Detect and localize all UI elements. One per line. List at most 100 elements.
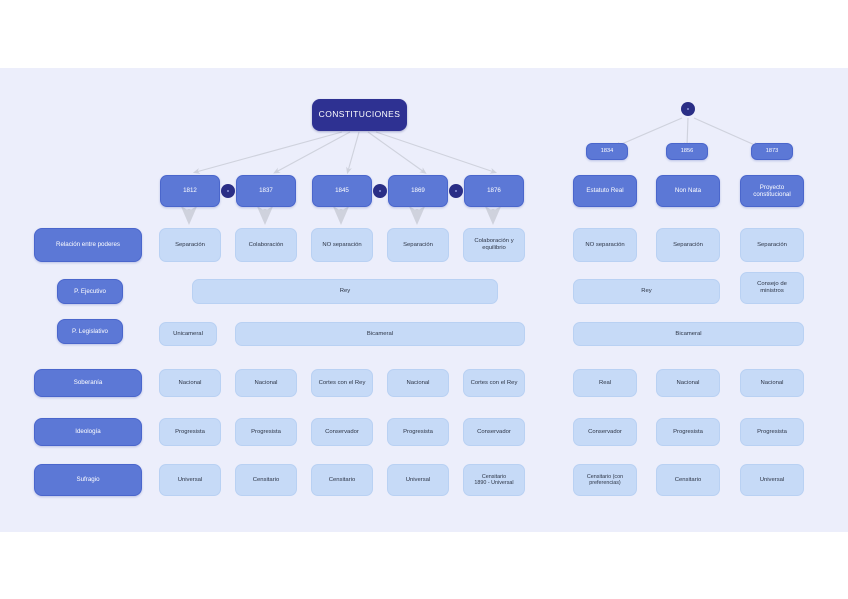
cell-soberania-1845[interactable]: Cortes con el Rey — [311, 369, 373, 397]
cell-ideologia-1834[interactable]: Conservador — [573, 418, 637, 446]
cell-soberania-1856[interactable]: Nacional — [656, 369, 720, 397]
cell-text: Censitario (con preferencias) — [586, 473, 624, 486]
cell-ideologia-1856[interactable]: Progresista — [656, 418, 720, 446]
title-label: CONSTITUCIONES — [318, 109, 401, 120]
connector-dot-1812-1837[interactable] — [221, 184, 235, 198]
constitution-name-non-nata[interactable]: Non Nata — [656, 175, 720, 207]
cell-sufragio-1845[interactable]: Censitario — [311, 464, 373, 496]
cell-text: NO separación — [322, 241, 362, 248]
cell-text: Separación — [403, 241, 433, 248]
cell-sufragio-1876[interactable]: Censitario 1890 - Universal — [463, 464, 525, 496]
year-node-1834[interactable]: 1834 — [586, 143, 628, 160]
right-root-node[interactable] — [681, 102, 695, 116]
year-node-1869[interactable]: 1869 — [388, 175, 448, 207]
row-label-text: Ideología — [75, 428, 101, 436]
cell-text: Bicameral — [675, 330, 702, 337]
cell-soberania-1837[interactable]: Nacional — [235, 369, 297, 397]
cell-text: Cortes con el Rey — [470, 379, 518, 386]
cell-ejecutivo-rey-derecha[interactable]: Rey — [573, 279, 720, 304]
year-node-1876[interactable]: 1876 — [464, 175, 524, 207]
row-label-ideologia[interactable]: Ideología — [34, 418, 142, 446]
connector-dot-1869-1876[interactable] — [449, 184, 463, 198]
row-label-text: Soberanía — [73, 379, 103, 387]
row-label-text: Relación entre poderes — [56, 241, 120, 249]
cell-text: Real — [598, 379, 612, 386]
row-label-p-ejecutivo[interactable]: P. Ejecutivo — [57, 279, 123, 304]
cell-sufragio-1834[interactable]: Censitario (con preferencias) — [573, 464, 637, 496]
cell-ejecutivo-consejo-ministros[interactable]: Consejo de ministros — [740, 272, 804, 304]
name-label: Proyecto constitucional — [753, 183, 791, 198]
cell-ideologia-1873[interactable]: Progresista — [740, 418, 804, 446]
name-label: Non Nata — [674, 187, 702, 195]
cell-ideologia-1869[interactable]: Progresista — [387, 418, 449, 446]
cell-text: Universal — [405, 476, 431, 483]
cell-text: Conservador — [325, 428, 359, 435]
cell-legislativo-bicameral-derecha[interactable]: Bicameral — [573, 322, 804, 346]
row-label-text: P. Legislativo — [71, 327, 108, 335]
cell-relacion-1837[interactable]: Colaboración — [235, 228, 297, 262]
cell-soberania-1812[interactable]: Nacional — [159, 369, 221, 397]
cell-text: NO separación — [585, 241, 625, 248]
row-label-p-legislativo[interactable]: P. Legislativo — [57, 319, 123, 344]
cell-text: Progresista — [403, 428, 433, 435]
cell-text: Bicameral — [366, 330, 394, 337]
cell-relacion-1812[interactable]: Separación — [159, 228, 221, 262]
year-node-1812[interactable]: 1812 — [160, 175, 220, 207]
connector-dot-1845-1869[interactable] — [373, 184, 387, 198]
cell-legislativo-bicameral[interactable]: Bicameral — [235, 322, 525, 346]
cell-ideologia-1876[interactable]: Conservador — [463, 418, 525, 446]
constitution-name-estatuto-real[interactable]: Estatuto Real — [573, 175, 637, 207]
cell-text: Consejo de ministros — [757, 281, 787, 294]
cell-ideologia-1837[interactable]: Progresista — [235, 418, 297, 446]
cell-sufragio-1869[interactable]: Universal — [387, 464, 449, 496]
cell-ideologia-1812[interactable]: Progresista — [159, 418, 221, 446]
cell-text: Censitario — [328, 476, 356, 483]
cell-sufragio-1837[interactable]: Censitario — [235, 464, 297, 496]
cell-soberania-1869[interactable]: Nacional — [387, 369, 449, 397]
cell-soberania-1834[interactable]: Real — [573, 369, 637, 397]
row-label-sufragio[interactable]: Sufragio — [34, 464, 142, 496]
cell-ejecutivo-rey[interactable]: Rey — [192, 279, 498, 304]
cell-relacion-1834[interactable]: NO separación — [573, 228, 637, 262]
cell-sufragio-1812[interactable]: Universal — [159, 464, 221, 496]
cell-text: Progresista — [757, 428, 787, 435]
cell-ideologia-1845[interactable]: Conservador — [311, 418, 373, 446]
cell-relacion-1873[interactable]: Separación — [740, 228, 804, 262]
cell-soberania-1876[interactable]: Cortes con el Rey — [463, 369, 525, 397]
row-label-relacion-entre-poderes[interactable]: Relación entre poderes — [34, 228, 142, 262]
year-node-1856[interactable]: 1856 — [666, 143, 708, 160]
row-label-soberania[interactable]: Soberanía — [34, 369, 142, 397]
cell-text: Conservador — [588, 428, 622, 435]
cell-relacion-1876[interactable]: Colaboración y equilibrio — [463, 228, 525, 262]
cell-sufragio-1873[interactable]: Universal — [740, 464, 804, 496]
cell-legislativo-unicameral[interactable]: Unicameral — [159, 322, 217, 346]
constitution-name-proyecto-constitucional[interactable]: Proyecto constitucional — [740, 175, 804, 207]
cell-text: Conservador — [477, 428, 511, 435]
year-node-1873[interactable]: 1873 — [751, 143, 793, 160]
row-label-text: P. Ejecutivo — [74, 287, 106, 295]
cell-text: Universal — [759, 476, 785, 483]
cell-text: Cortes con el Rey — [318, 379, 366, 386]
cell-text: Colaboración — [248, 241, 284, 248]
cell-text: Censitario — [674, 476, 702, 483]
cell-relacion-1869[interactable]: Separación — [387, 228, 449, 262]
cell-relacion-1845[interactable]: NO separación — [311, 228, 373, 262]
row-label-text: Sufragio — [76, 476, 100, 484]
cell-text: Colaboración y equilibrio — [474, 238, 514, 251]
cell-text: Progresista — [175, 428, 205, 435]
title-node[interactable]: CONSTITUCIONES — [312, 99, 407, 131]
year-label: 1845 — [335, 187, 349, 195]
year-node-1837[interactable]: 1837 — [236, 175, 296, 207]
cell-soberania-1873[interactable]: Nacional — [740, 369, 804, 397]
year-label: 1812 — [183, 187, 197, 195]
cell-text: Nacional — [676, 379, 700, 386]
year-label: 1856 — [680, 148, 694, 155]
cell-sufragio-1856[interactable]: Censitario — [656, 464, 720, 496]
cell-relacion-1856[interactable]: Separación — [656, 228, 720, 262]
cell-text: Separación — [175, 241, 205, 248]
cell-text: Censitario — [252, 476, 280, 483]
year-label: 1876 — [487, 187, 501, 195]
year-node-1845[interactable]: 1845 — [312, 175, 372, 207]
cell-text: Progresista — [251, 428, 281, 435]
